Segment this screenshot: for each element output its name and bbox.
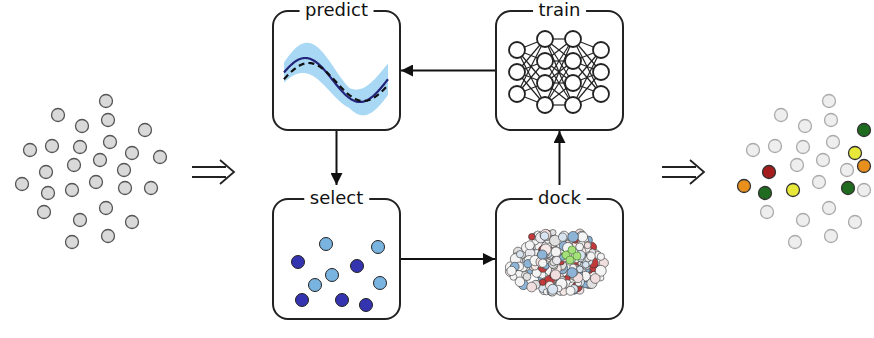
selected-molecules <box>292 238 387 312</box>
input-molecules <box>16 95 167 249</box>
box-heading: dock <box>532 187 587 209</box>
protein-structure <box>505 229 608 296</box>
flow-connector <box>401 70 495 72</box>
box-heading: select <box>304 187 369 209</box>
prediction-plot <box>284 43 388 116</box>
flow-arrow <box>662 160 704 184</box>
flow-arrow <box>192 160 234 184</box>
process-box: select <box>272 198 401 320</box>
box-heading: train <box>533 0 587 21</box>
flow-connector <box>336 131 338 185</box>
flow-connector <box>401 258 495 260</box>
process-box: predict <box>272 10 401 131</box>
process-box: train <box>495 10 624 131</box>
box-heading: predict <box>299 0 374 21</box>
output-molecules <box>738 95 871 249</box>
flow-connector <box>559 131 561 185</box>
process-box: dock <box>495 198 624 320</box>
neural-network <box>509 31 609 113</box>
